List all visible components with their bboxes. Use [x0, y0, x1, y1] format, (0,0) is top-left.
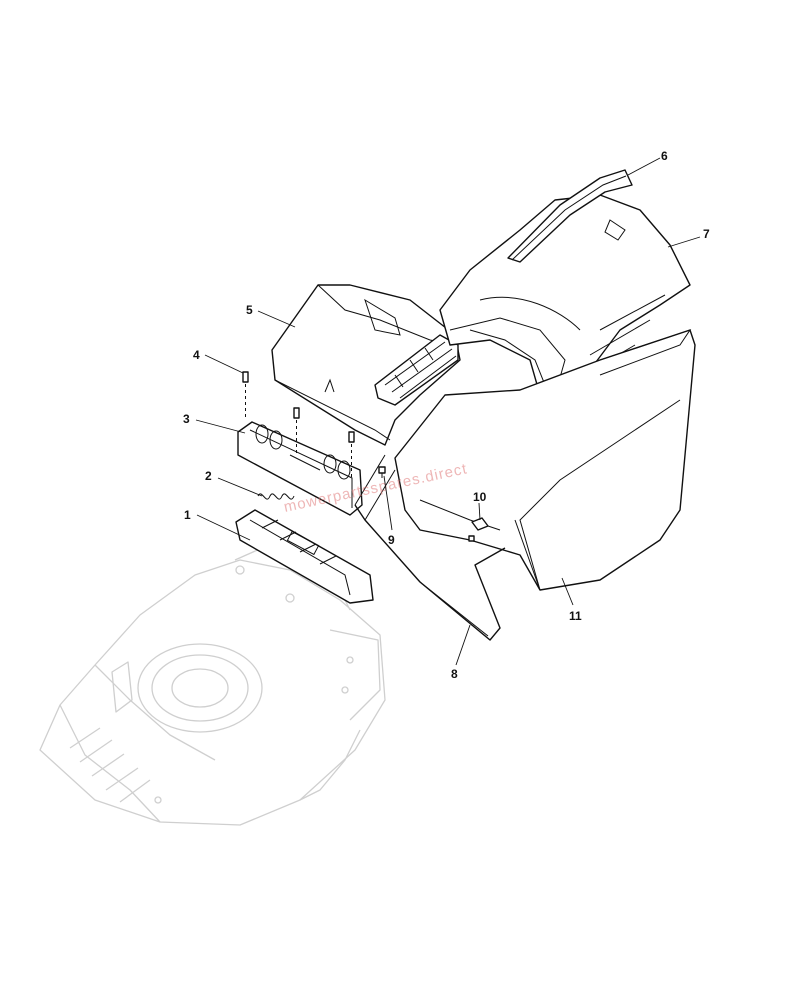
callout-leaders — [195, 157, 701, 666]
callout-7: 7 — [703, 227, 710, 241]
part-10-clip — [468, 517, 489, 542]
part-4-screws — [242, 371, 355, 480]
part-11-grassbag-body — [394, 329, 696, 591]
part-8-frame — [354, 454, 506, 641]
callout-5: 5 — [246, 303, 253, 317]
callout-3: 3 — [183, 412, 190, 426]
part-1-bracket — [235, 509, 374, 604]
callout-6: 6 — [661, 149, 668, 163]
callout-10: 10 — [473, 490, 487, 504]
callout-2: 2 — [205, 469, 212, 483]
part-5-cover — [271, 284, 461, 446]
part-6-handle — [507, 169, 633, 263]
callout-1: 1 — [184, 508, 191, 522]
callout-4: 4 — [193, 348, 200, 362]
callout-8: 8 — [451, 667, 458, 681]
part-2-spring — [257, 493, 295, 500]
decal-panel — [374, 334, 459, 406]
callout-11: 11 — [569, 609, 582, 623]
part-9-screw — [378, 466, 386, 478]
part-3-hinge-flap — [237, 421, 363, 516]
callout-9: 9 — [388, 533, 395, 547]
